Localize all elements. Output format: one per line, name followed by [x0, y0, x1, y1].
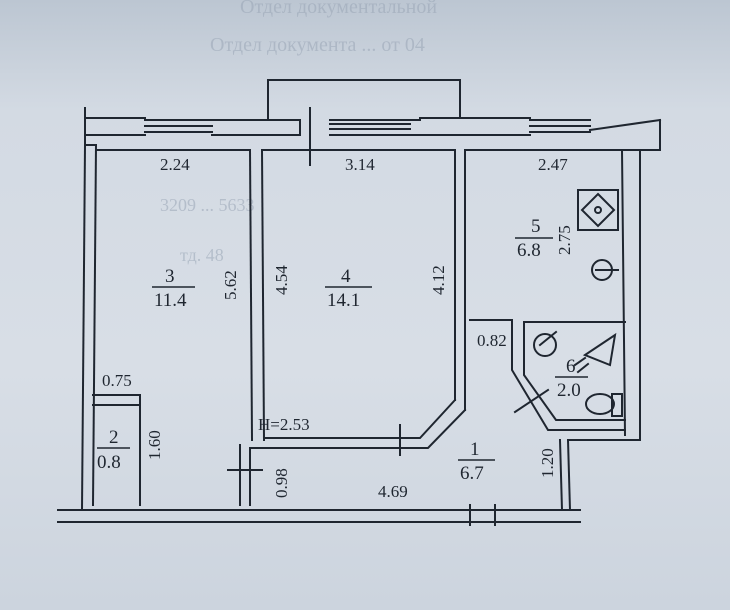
- closet-length-label: 1.60: [145, 430, 164, 460]
- room-2-number: 2: [109, 427, 119, 448]
- bath-gap-label: 0.82: [477, 331, 507, 350]
- room-4-number: 4: [341, 266, 351, 287]
- window-room-3: [144, 119, 213, 133]
- room-6-area: 2.0: [557, 380, 581, 401]
- window-room-4: [309, 107, 411, 166]
- background-text-2: Отдел документа ... от 04: [210, 34, 425, 56]
- shower-icon: [573, 332, 617, 374]
- bath-sink-icon: [533, 330, 558, 357]
- interior-walls: [92, 148, 626, 526]
- outer-wall: [57, 107, 662, 523]
- room-3-length-label: 5.62: [221, 270, 240, 300]
- room-4-width-label: 3.14: [345, 155, 375, 174]
- window-room-5: [529, 119, 591, 133]
- background-text-4: тд. 48: [180, 245, 224, 265]
- ceiling-height-label: H=2.53: [258, 415, 310, 434]
- room-4-left-label: 4.54: [272, 265, 291, 295]
- room-3-width-label: 2.24: [160, 155, 190, 174]
- hall-right-label: 1.20: [538, 448, 557, 478]
- hall-depth-label: 0.98: [272, 468, 291, 498]
- room-2-area: 0.8: [97, 452, 121, 473]
- room-4-right-label: 4.12: [429, 265, 448, 295]
- room-3-area: 11.4: [154, 290, 187, 311]
- toilet-icon: [585, 393, 623, 417]
- room-5-area: 6.8: [517, 240, 541, 261]
- background-text-3: 3209 ... 5633: [160, 195, 255, 215]
- background-text-1: Отдел документальной: [240, 0, 438, 18]
- room-3-number: 3: [165, 266, 175, 287]
- room-6-number: 6: [566, 356, 576, 377]
- kitchen-sink-icon: [591, 259, 619, 281]
- balcony: [267, 79, 461, 119]
- room-1-area: 6.7: [460, 463, 484, 484]
- hall-width-label: 4.69: [378, 482, 408, 501]
- room-5-length-label: 2.75: [555, 225, 574, 255]
- room-5-number: 5: [531, 216, 541, 237]
- stove-icon: [577, 189, 619, 231]
- room-1-number: 1: [470, 439, 480, 460]
- room-5-width-label: 2.47: [538, 155, 568, 174]
- closet-width-label: 0.75: [102, 371, 132, 390]
- room-4-area: 14.1: [327, 290, 360, 311]
